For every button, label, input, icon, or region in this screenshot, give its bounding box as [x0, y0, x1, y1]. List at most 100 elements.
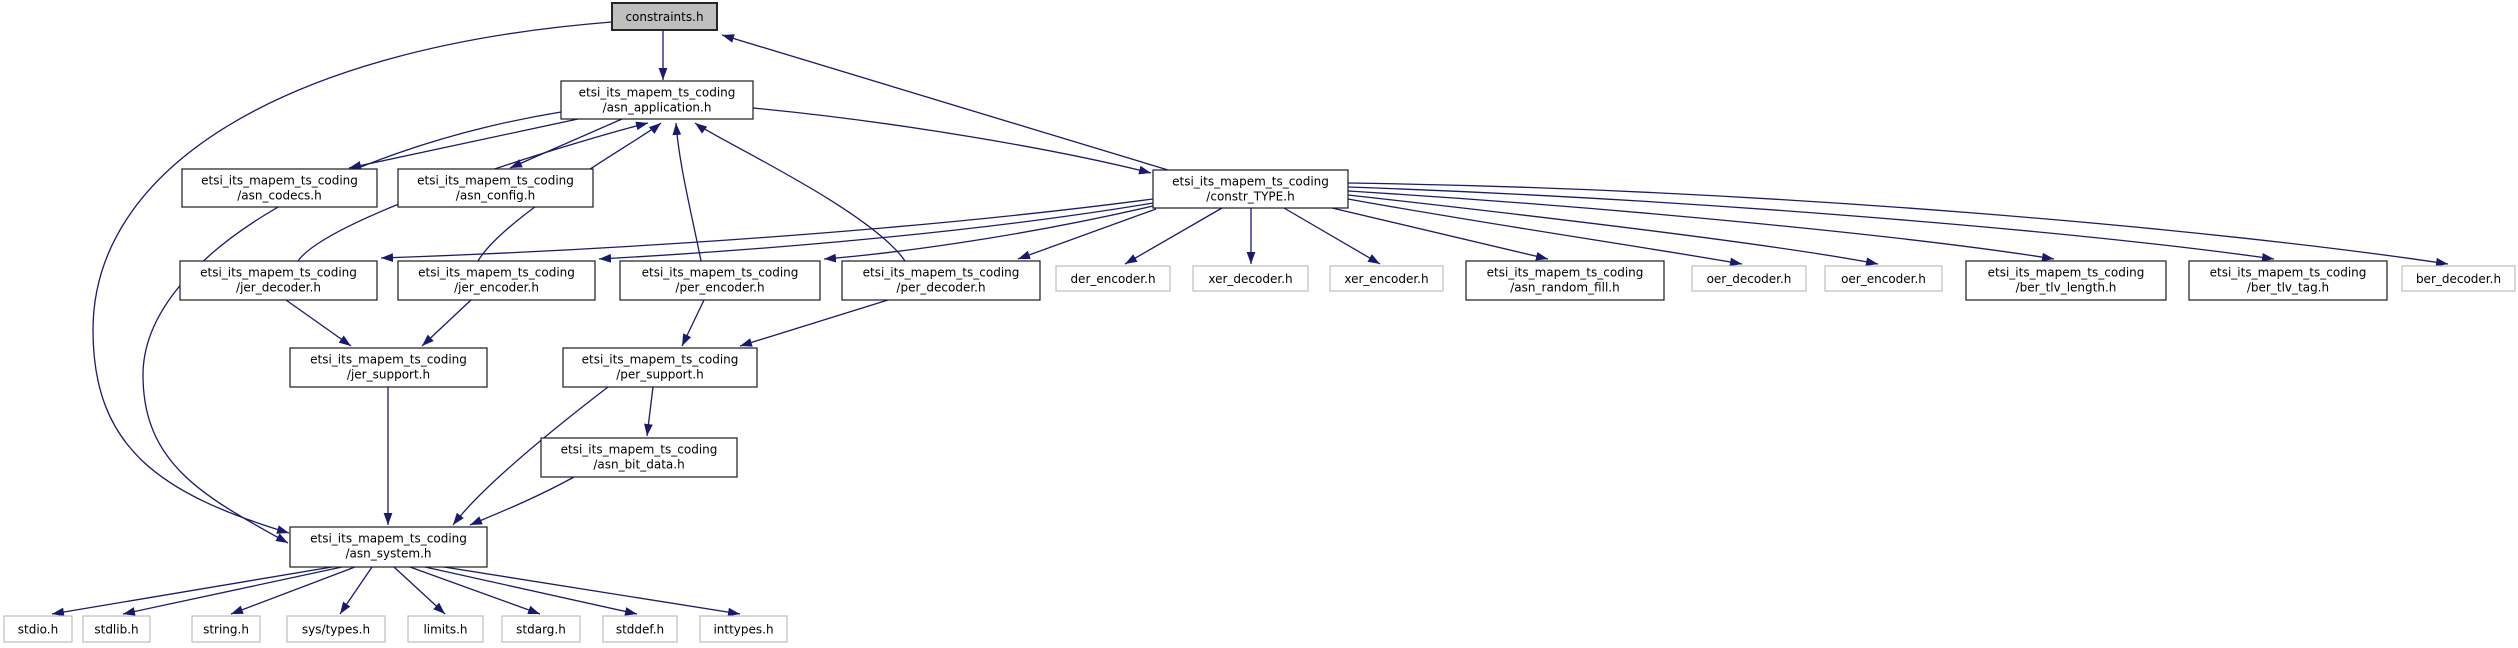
- edge-asn_system-to-inttypes: [443, 566, 741, 617]
- node-box-der_encoder: [1055, 265, 1171, 292]
- node-label-asn_config: etsi_its_mapem_ts_coding/asn_config.h: [417, 174, 574, 203]
- edge-per_support-to-asn_system: [452, 386, 609, 526]
- node-box-xer_decoder: [1192, 265, 1309, 292]
- node-asn_codecs[interactable]: etsi_its_mapem_ts_coding/asn_codecs.h: [181, 168, 378, 208]
- node-label-jer_support: etsi_its_mapem_ts_coding/jer_support.h: [310, 353, 467, 382]
- edge-asn_system-to-stddef: [424, 566, 638, 616]
- node-label-string: string.h: [203, 623, 249, 637]
- node-constr_TYPE[interactable]: etsi_its_mapem_ts_coding/constr_TYPE.h: [1152, 169, 1349, 209]
- node-box-ber_tlv_length: [1965, 260, 2167, 301]
- node-per_decoder[interactable]: etsi_its_mapem_ts_coding/per_decoder.h: [841, 260, 1041, 301]
- edge-constr_TYPE-to-asn_random_fill: [1331, 207, 1549, 261]
- node-label-ber_decoder: ber_decoder.h: [2416, 272, 2501, 286]
- node-box-asn_system: [289, 526, 488, 568]
- node-asn_random_fill[interactable]: etsi_its_mapem_ts_coding/asn_random_fill…: [1465, 260, 1665, 301]
- edge-constraints-to-asn_system: [92, 21, 613, 534]
- node-jer_decoder[interactable]: etsi_its_mapem_ts_coding/jer_decoder.h: [179, 260, 378, 301]
- node-string: string.h: [191, 615, 261, 643]
- node-box-string: [191, 615, 261, 643]
- node-box-inttypes: [699, 615, 788, 643]
- edge-jer_decoder-to-jer_support: [285, 299, 352, 347]
- edge-constr_TYPE-to-per_encoder: [823, 205, 1154, 263]
- node-label-stdio: stdio.h: [18, 623, 58, 637]
- edge-constr_TYPE-to-ber_decoder: [1347, 182, 2449, 267]
- node-asn_bit_data[interactable]: etsi_its_mapem_ts_coding/asn_bit_data.h: [540, 437, 738, 478]
- node-label-per_decoder: etsi_its_mapem_ts_coding/per_decoder.h: [863, 266, 1020, 295]
- node-box-per_encoder: [619, 260, 821, 301]
- node-ber_tlv_tag[interactable]: etsi_its_mapem_ts_coding/ber_tlv_tag.h: [2188, 260, 2388, 301]
- node-label-constr_TYPE: etsi_its_mapem_ts_coding/constr_TYPE.h: [1172, 175, 1329, 204]
- node-box-stdlib: [82, 615, 151, 643]
- edge-asn_system-to-stdio: [51, 566, 333, 617]
- node-jer_encoder[interactable]: etsi_its_mapem_ts_coding/jer_encoder.h: [397, 260, 596, 301]
- edge-asn_system-to-string: [230, 566, 356, 615]
- node-box-asn_random_fill: [1465, 260, 1665, 301]
- edge-per_encoder-to-per_support: [681, 299, 705, 347]
- node-label-stddef: stddef.h: [616, 623, 664, 637]
- node-box-per_decoder: [841, 260, 1041, 301]
- node-sys_types: sys/types.h: [286, 615, 386, 643]
- edge-constr_TYPE-to-jer_decoder: [380, 198, 1154, 262]
- node-box-asn_codecs: [181, 168, 378, 208]
- node-box-asn_config: [397, 168, 594, 208]
- node-box-per_support: [562, 347, 758, 388]
- node-box-sys_types: [286, 615, 386, 643]
- node-jer_support[interactable]: etsi_its_mapem_ts_coding/jer_support.h: [289, 347, 488, 388]
- node-oer_encoder: oer_encoder.h: [1824, 265, 1943, 292]
- node-xer_encoder: xer_encoder.h: [1329, 265, 1444, 292]
- node-per_encoder[interactable]: etsi_its_mapem_ts_coding/per_encoder.h: [619, 260, 821, 301]
- node-label-ber_tlv_tag: etsi_its_mapem_ts_coding/ber_tlv_tag.h: [2210, 266, 2367, 295]
- node-label-ber_tlv_length: etsi_its_mapem_ts_coding/ber_tlv_length.…: [1988, 266, 2145, 295]
- edge-constr_TYPE-to-der_encoder: [1124, 207, 1223, 265]
- edge-per_decoder-to-asn_application: [694, 122, 906, 262]
- node-label-limits: limits.h: [423, 623, 467, 637]
- node-label-xer_decoder: xer_decoder.h: [1208, 272, 1292, 286]
- edge-asn_application-to-asn_system: [142, 111, 562, 544]
- node-box-stddef: [602, 615, 678, 643]
- edge-constr_TYPE-to-ber_tlv_tag: [1347, 186, 2275, 262]
- node-box-limits: [407, 615, 484, 643]
- node-box-asn_application: [560, 80, 754, 120]
- node-stdarg: stdarg.h: [501, 615, 581, 643]
- node-limits: limits.h: [407, 615, 484, 643]
- node-label-asn_system: etsi_its_mapem_ts_coding/asn_system.h: [310, 532, 467, 561]
- edge-asn_system-to-limits: [393, 566, 446, 615]
- edge-asn_application-to-asn_config: [509, 118, 623, 169]
- node-box-constraints: [611, 2, 718, 31]
- node-per_support[interactable]: etsi_its_mapem_ts_coding/per_support.h: [562, 347, 758, 388]
- node-constraints: constraints.h: [611, 2, 718, 31]
- node-stdio: stdio.h: [3, 615, 73, 643]
- edge-constr_TYPE-to-oer_encoder: [1347, 194, 1879, 267]
- node-layer: constraints.h etsi_its_mapem_ts_coding/as…: [3, 2, 2516, 643]
- node-label-asn_random_fill: etsi_its_mapem_ts_coding/asn_random_fill…: [1487, 266, 1644, 295]
- edge-asn_system-to-sys_types: [339, 566, 373, 615]
- node-xer_decoder: xer_decoder.h: [1192, 265, 1309, 292]
- edge-asn_system-to-stdarg: [409, 566, 541, 615]
- node-box-ber_tlv_tag: [2188, 260, 2388, 301]
- edge-constr_TYPE-to-per_decoder: [1017, 208, 1157, 260]
- node-asn_application[interactable]: etsi_its_mapem_ts_coding/asn_application…: [560, 80, 754, 120]
- edge-layer: [51, 21, 2449, 617]
- node-inttypes: inttypes.h: [699, 615, 788, 643]
- node-label-jer_encoder: etsi_its_mapem_ts_coding/jer_encoder.h: [418, 266, 575, 295]
- node-label-stdarg: stdarg.h: [516, 623, 566, 637]
- edge-constr_TYPE-to-jer_encoder: [598, 202, 1154, 263]
- edge-per_encoder-to-asn_application: [672, 122, 702, 262]
- node-label-inttypes: inttypes.h: [713, 623, 773, 637]
- edge-per_support-to-asn_bit_data: [644, 386, 654, 437]
- edge-per_decoder-to-per_support: [739, 299, 889, 347]
- node-asn_config[interactable]: etsi_its_mapem_ts_coding/asn_config.h: [397, 168, 594, 208]
- edge-asn_application-to-constr_TYPE: [752, 107, 1152, 175]
- node-label-asn_application: etsi_its_mapem_ts_coding/asn_application…: [579, 86, 736, 115]
- node-box-asn_bit_data: [540, 437, 738, 478]
- node-ber_decoder: ber_decoder.h: [2401, 265, 2516, 292]
- node-ber_tlv_length[interactable]: etsi_its_mapem_ts_coding/ber_tlv_length.…: [1965, 260, 2167, 301]
- node-label-per_encoder: etsi_its_mapem_ts_coding/per_encoder.h: [642, 266, 799, 295]
- node-asn_system[interactable]: etsi_its_mapem_ts_coding/asn_system.h: [289, 526, 488, 568]
- node-label-per_support: etsi_its_mapem_ts_coding/per_support.h: [582, 353, 739, 382]
- node-box-constr_TYPE: [1152, 169, 1349, 209]
- node-der_encoder: der_encoder.h: [1055, 265, 1171, 292]
- node-box-oer_decoder: [1691, 265, 1807, 292]
